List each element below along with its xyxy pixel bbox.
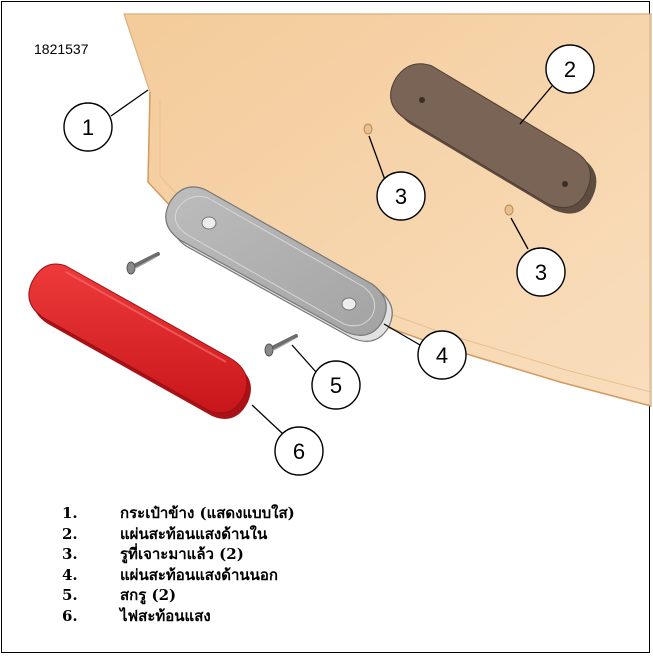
screw	[264, 334, 298, 357]
legend-number: 1.	[62, 504, 78, 522]
legend-number: 3.	[62, 545, 78, 563]
legend-text: รูที่เจาะมาแล้ว (2)	[120, 545, 244, 563]
svg-text:3: 3	[395, 184, 407, 209]
figure-id: 1821537	[34, 41, 89, 57]
legend-item: 3. รูที่เจาะมาแล้ว (2)	[62, 544, 295, 565]
legend-text: แผ่นสะท้อนแสงด้านใน	[120, 524, 268, 543]
callout-3: 3	[376, 171, 426, 221]
callout-4: 4	[417, 330, 467, 380]
leader-lines	[110, 85, 553, 435]
outer-reflector-plate	[165, 186, 393, 342]
legend-text: ไฟสะท้อนแสง	[120, 606, 211, 625]
callout-1: 1	[63, 102, 113, 152]
inner-reflector-plate	[390, 63, 597, 214]
legend-item: 1. กระเป๋าข้าง (แสดงแบบใส)	[62, 503, 295, 524]
svg-text:2: 2	[564, 57, 576, 82]
callout-6: 6	[274, 426, 324, 476]
legend-item: 4. แผ่นสะท้อนแสงด้านนอก	[62, 565, 295, 586]
svg-text:4: 4	[436, 343, 448, 368]
parts-legend: 1. กระเป๋าข้าง (แสดงแบบใส) 2. แผ่นสะท้อน…	[62, 503, 295, 626]
legend-number: 4.	[62, 565, 78, 584]
legend-text: สกรู (2)	[120, 586, 177, 604]
svg-text:3: 3	[535, 260, 547, 285]
svg-text:1: 1	[82, 115, 94, 140]
legend-number: 5.	[62, 586, 78, 604]
legend-text: แผ่นสะท้อนแสงด้านนอก	[120, 565, 278, 584]
legend-number: 2.	[62, 524, 78, 543]
legend-item: 6. ไฟสะท้อนแสง	[62, 606, 295, 627]
pre-drilled-hole	[504, 204, 514, 216]
callout-5: 5	[311, 360, 361, 410]
legend-item: 2. แผ่นสะท้อนแสงด้านใน	[62, 524, 295, 545]
svg-text:6: 6	[293, 439, 305, 464]
legend-item: 5. สกรู (2)	[62, 585, 295, 606]
legend-number: 6.	[62, 606, 78, 625]
red-reflector	[28, 263, 251, 419]
callout-3: 3	[516, 247, 566, 297]
legend-text: กระเป๋าข้าง (แสดงแบบใส)	[120, 504, 295, 522]
svg-text:5: 5	[330, 373, 342, 398]
screw	[126, 252, 160, 275]
callout-2: 2	[545, 44, 595, 94]
pre-drilled-hole	[363, 123, 373, 135]
